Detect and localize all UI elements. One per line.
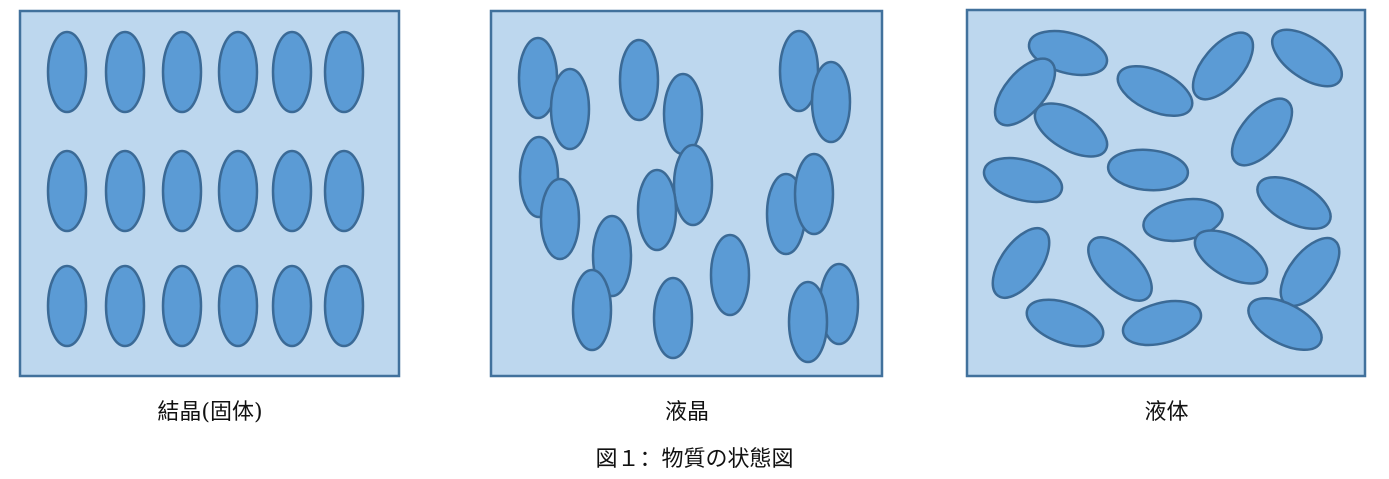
crystal-ellipse-molecule-13 <box>46 264 88 348</box>
liquid-ellipse-molecule-7 <box>1230 97 1294 167</box>
liquid-ellipse-molecule-13 <box>1087 236 1153 302</box>
liquid-ellipse-molecule-18 <box>1247 296 1323 352</box>
liquid-crystal-ellipse-molecule-14 <box>709 233 751 317</box>
liquid-label: 液体 <box>1144 400 1189 425</box>
crystal-ellipse-molecule-2 <box>104 30 146 114</box>
liquid-crystal-ellipse-molecule-15 <box>571 268 613 352</box>
liquid-crystal-ellipse-molecule-8 <box>539 177 581 261</box>
figure-caption: 図１：物質の状態図 <box>595 447 794 472</box>
liquid-crystal-panel <box>489 9 884 378</box>
crystal-ellipse-molecule-17 <box>271 264 313 348</box>
liquid-ellipse-molecule-10 <box>1256 175 1332 231</box>
crystal-ellipse-molecule-14 <box>104 264 146 348</box>
crystal-ellipse-molecule-4 <box>217 30 259 114</box>
liquid-crystal-ellipse-molecule-4 <box>662 72 704 156</box>
liquid-crystal-ellipse-molecule-9 <box>672 143 714 227</box>
liquid-ellipse-molecule-14 <box>1193 229 1269 285</box>
crystal-ellipse-molecule-5 <box>271 30 313 114</box>
crystal-ellipse-molecule-7 <box>46 149 88 233</box>
liquid-ellipse-molecule-4 <box>1191 31 1255 101</box>
liquid-crystal-ellipse-molecule-18 <box>787 280 829 364</box>
liquid-crystal-ellipse-molecule-2 <box>549 67 591 151</box>
liquid-crystal-ellipse-molecule-6 <box>810 60 852 144</box>
liquid-ellipse-molecule-5 <box>1271 28 1343 88</box>
liquid-crystal-ellipse-molecule-3 <box>618 38 660 122</box>
liquid-ellipse-molecule-6 <box>1033 102 1109 158</box>
liquid-ellipse-molecule-12 <box>991 227 1051 299</box>
liquid-panel <box>965 8 1367 378</box>
crystal-ellipse-molecule-15 <box>161 264 203 348</box>
crystal-ellipse-molecule-9 <box>161 149 203 233</box>
liquid-crystal-ellipse-molecule-13 <box>793 152 835 236</box>
crystal-ellipse-molecule-12 <box>323 149 365 233</box>
crystal-ellipse-molecule-18 <box>323 264 365 348</box>
liquid-ellipse-molecule-8 <box>982 156 1064 204</box>
liquid-ellipse-molecule-11 <box>1142 197 1224 243</box>
liquid-crystal-label: 液晶 <box>664 400 709 425</box>
crystal-ellipse-molecule-1 <box>46 30 88 114</box>
liquid-ellipse-molecule-3 <box>1116 64 1194 118</box>
liquid-crystal-ellipse-molecule-16 <box>652 276 694 360</box>
crystal-label: 結晶(固体) <box>157 400 263 425</box>
crystal-ellipse-molecule-8 <box>104 149 146 233</box>
crystal-ellipse-molecule-3 <box>161 30 203 114</box>
liquid-ellipse-molecule-17 <box>1121 299 1203 347</box>
crystal-ellipse-molecule-6 <box>323 30 365 114</box>
crystal-panel <box>18 9 401 378</box>
liquid-ellipse-molecule-16 <box>1025 298 1105 348</box>
crystal-ellipse-molecule-11 <box>271 149 313 233</box>
crystal-ellipse-molecule-16 <box>217 264 259 348</box>
liquid-ellipse-molecule-9 <box>1106 148 1190 192</box>
liquid-crystal-ellipse-molecule-10 <box>636 168 678 252</box>
crystal-ellipse-molecule-10 <box>217 149 259 233</box>
